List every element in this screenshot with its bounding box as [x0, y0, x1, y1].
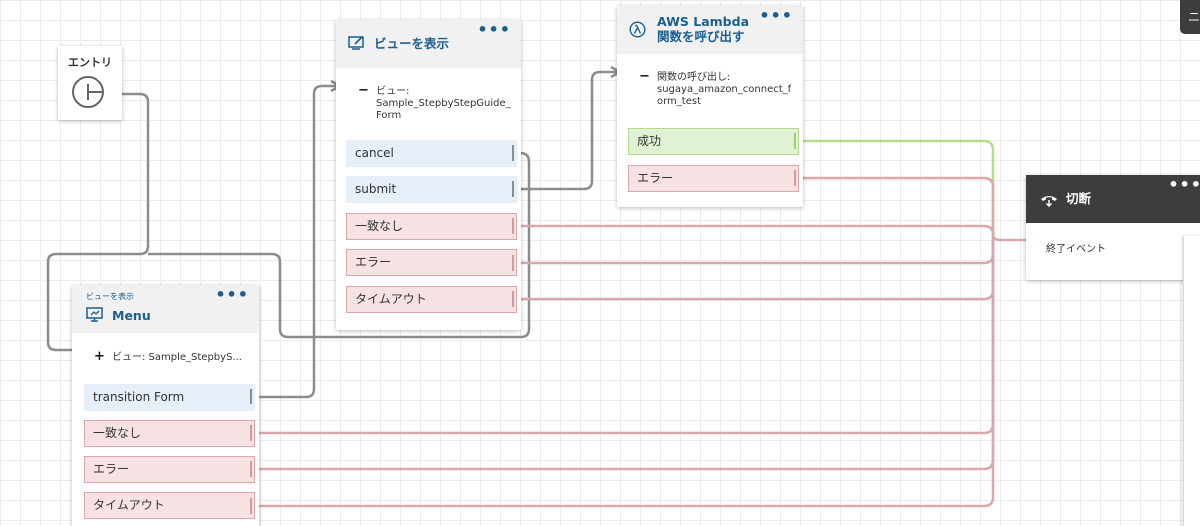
- monitor-edit-icon: [348, 35, 365, 55]
- show-view-block[interactable]: ••• ビューを表示 − ビュー: Sample_StepbyStepGuide…: [336, 20, 521, 330]
- menu-block-subtitle: ビューを表示: [86, 292, 134, 301]
- branch-menu-error[interactable]: エラー: [84, 456, 255, 483]
- branch-menu-nomatch[interactable]: 一致なし: [84, 420, 255, 447]
- menu-view-block[interactable]: ビューを表示 ••• Menu + ビュー: Sample_StepbyS...…: [72, 285, 259, 526]
- connector-lambda-error: [796, 176, 995, 240]
- connector-view-timeout: [514, 240, 995, 301]
- branch-menu-timeout[interactable]: タイムアウト: [84, 492, 255, 519]
- entry-output-icon[interactable]: [72, 76, 104, 108]
- connector-success-to-disconnect: [796, 139, 995, 240]
- view-param-line: Form: [376, 110, 402, 121]
- lambda-invoke-block[interactable]: ••• AWS Lambda 関数を呼び出す − 関数の呼び出し: sugaya…: [617, 6, 803, 207]
- connector-view-nomatch: [514, 224, 1038, 240]
- entry-label: エントリ: [68, 56, 112, 69]
- lambda-collapse-toggle[interactable]: −: [639, 69, 650, 84]
- menu-block-header: ビューを表示 ••• Menu: [72, 285, 259, 333]
- disconnect-block-more-icon[interactable]: •••: [1168, 175, 1200, 194]
- disconnect-block-title: 切断: [1066, 191, 1092, 206]
- branch-view-timeout[interactable]: タイムアウト: [346, 286, 517, 313]
- connector-transition-form-to-view: [252, 86, 340, 399]
- lambda-param-line: sugaya_amazon_connect_f: [657, 84, 792, 95]
- top-right-tab[interactable]: ニ: [1180, 0, 1200, 34]
- view-param-line: Sample_StepbyStepGuide_: [376, 98, 511, 109]
- branch-submit[interactable]: submit: [346, 176, 517, 203]
- view-collapse-toggle[interactable]: −: [358, 83, 369, 98]
- lambda-block-header: ••• AWS Lambda 関数を呼び出す: [617, 6, 803, 54]
- branch-view-nomatch[interactable]: 一致なし: [346, 213, 517, 240]
- menu-block-title: Menu: [112, 308, 151, 323]
- disconnect-block[interactable]: ••• 切断 終了イベント: [1026, 175, 1200, 280]
- lambda-param: 関数の呼び出し: sugaya_amazon_connect_f orm_tes…: [657, 72, 791, 108]
- lambda-param-line: orm_test: [657, 96, 701, 107]
- branch-transition-form[interactable]: transition Form: [84, 384, 255, 411]
- menu-expand-toggle[interactable]: +: [94, 349, 105, 364]
- hangup-icon: [1040, 192, 1058, 211]
- disconnect-input-label: 終了イベント: [1046, 244, 1106, 255]
- lambda-title-line: AWS Lambda: [657, 14, 750, 29]
- view-param: ビュー: Sample_StepbyStepGuide_ Form: [376, 86, 511, 122]
- branch-view-error[interactable]: エラー: [346, 249, 517, 276]
- disconnect-block-header: ••• 切断: [1026, 175, 1200, 223]
- entry-block[interactable]: エントリ: [58, 46, 122, 120]
- monitor-icon: [86, 307, 103, 326]
- lambda-block-more-icon[interactable]: •••: [759, 6, 793, 25]
- view-block-more-icon[interactable]: •••: [477, 20, 511, 39]
- view-block-title: ビューを表示: [374, 36, 450, 51]
- view-param-line: ビュー:: [376, 86, 410, 97]
- lambda-title-line: 関数を呼び出す: [657, 29, 745, 44]
- view-block-header: ••• ビューを表示: [336, 20, 521, 68]
- menu-view-param: ビュー: Sample_StepbyS...: [112, 352, 242, 363]
- branch-lambda-error[interactable]: エラー: [628, 165, 799, 192]
- lambda-icon: [629, 21, 646, 42]
- branch-success[interactable]: 成功: [628, 128, 799, 155]
- side-panel-edge[interactable]: [1183, 236, 1200, 526]
- lambda-block-title: AWS Lambda 関数を呼び出す: [657, 14, 749, 44]
- lambda-param-line: 関数の呼び出し:: [657, 72, 731, 83]
- connector-view-error: [514, 240, 995, 265]
- menu-block-more-icon[interactable]: •••: [215, 285, 249, 304]
- connector-submit-to-lambda: [514, 72, 620, 191]
- branch-cancel[interactable]: cancel: [346, 140, 517, 167]
